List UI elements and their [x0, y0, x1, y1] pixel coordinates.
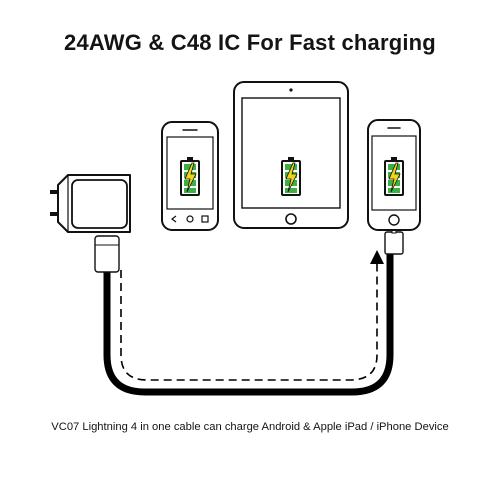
cable: [103, 248, 394, 396]
current-path: [120, 258, 378, 381]
usb-connector: [94, 235, 120, 273]
battery-charging-icon: [281, 156, 301, 196]
arrow-up-icon: [370, 250, 384, 264]
wall-charger-icon: [50, 174, 131, 233]
iphone-icon: [367, 119, 421, 231]
page-title: 24AWG & C48 IC For Fast charging: [64, 30, 436, 55]
battery-charging-icon: [384, 156, 404, 196]
android-phone-icon: [161, 121, 219, 231]
battery-charging-icon: [180, 156, 200, 196]
tablet-icon: [233, 81, 349, 229]
caption: VC07 Lightning 4 in one cable can charge…: [51, 421, 449, 433]
